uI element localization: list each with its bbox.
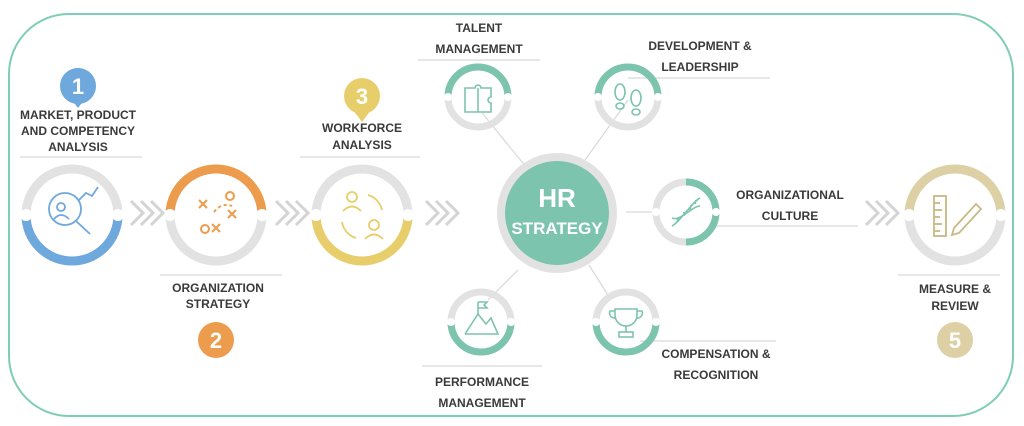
spoke-talent-circle [444, 63, 512, 131]
footprints-icon [614, 83, 642, 116]
spoke-development-circle [594, 63, 662, 131]
spoke-performance-label-line1: PERFORMANCE [435, 375, 529, 389]
spoke-compensation-label-line2: RECOGNITION [674, 368, 759, 382]
step-3-label-line2: ANALYSIS [332, 138, 392, 152]
magnifier-chart-icon [48, 186, 99, 235]
ruler-pencil-icon [933, 195, 983, 237]
summit-flag-icon [464, 301, 500, 335]
step-3-number: 3 [356, 84, 368, 109]
strategy-play-icon [198, 191, 237, 234]
label-rules [20, 59, 1000, 367]
step-2-label-line1: ORGANIZATION [172, 281, 264, 295]
step-2-number: 2 [210, 328, 222, 353]
spoke-talent-label-line1: TALENT [456, 21, 503, 35]
step-2-pin: 2 [198, 322, 234, 358]
step-3-circle [310, 164, 414, 266]
chevrons-icon [424, 199, 461, 227]
step-5-number: 5 [949, 328, 961, 353]
spoke-talent-label-line2: MANAGEMENT [435, 42, 523, 56]
step-1-circle [20, 164, 124, 266]
spoke-performance-label-line2: MANAGEMENT [438, 396, 526, 410]
chevrons-icon [864, 199, 901, 227]
step-5-pin: 5 [937, 322, 973, 358]
step-2-label-line2: STRATEGY [186, 297, 250, 311]
spoke-culture-label-line2: CULTURE [762, 209, 818, 223]
hub-title-line1: HR [538, 183, 576, 213]
hr-strategy-hub [497, 153, 617, 273]
step-1-label-line1: MARKET, PRODUCT [20, 108, 137, 122]
step-5-circle [903, 164, 1007, 266]
step-5-label-line2: REVIEW [931, 299, 979, 313]
dna-icon [671, 197, 701, 227]
spoke-development-label-line2: LEADERSHIP [661, 60, 738, 74]
step-3-pin: 3 [344, 78, 380, 122]
spoke-compensation-circle [592, 288, 660, 356]
chevrons-icon [129, 199, 166, 227]
hub-title-line2: STRATEGY [511, 219, 603, 238]
step-1-label-line2: AND COMPETENCY [21, 124, 135, 138]
puzzle-icon [464, 84, 492, 113]
spoke-culture-label-line1: ORGANIZATIONAL [736, 188, 844, 202]
spoke-development-label-line1: DEVELOPMENT & [648, 39, 752, 53]
step-1-number: 1 [72, 74, 84, 99]
step-2-circle [164, 164, 268, 266]
step-1-label-line3: ANALYSIS [48, 140, 108, 154]
step-5-label-line1: MEASURE & [919, 282, 991, 296]
spoke-culture-circle [652, 178, 720, 246]
diagram-frame [8, 13, 1014, 417]
step-3-label-line1: WORKFORCE [322, 121, 402, 135]
people-cycle-icon [341, 191, 384, 240]
chevrons-icon [274, 199, 311, 227]
trophy-icon [608, 308, 644, 338]
spoke-performance-circle [447, 288, 515, 356]
spoke-compensation-label-line1: COMPENSATION & [661, 347, 770, 361]
step-1-pin: 1 [60, 68, 97, 108]
